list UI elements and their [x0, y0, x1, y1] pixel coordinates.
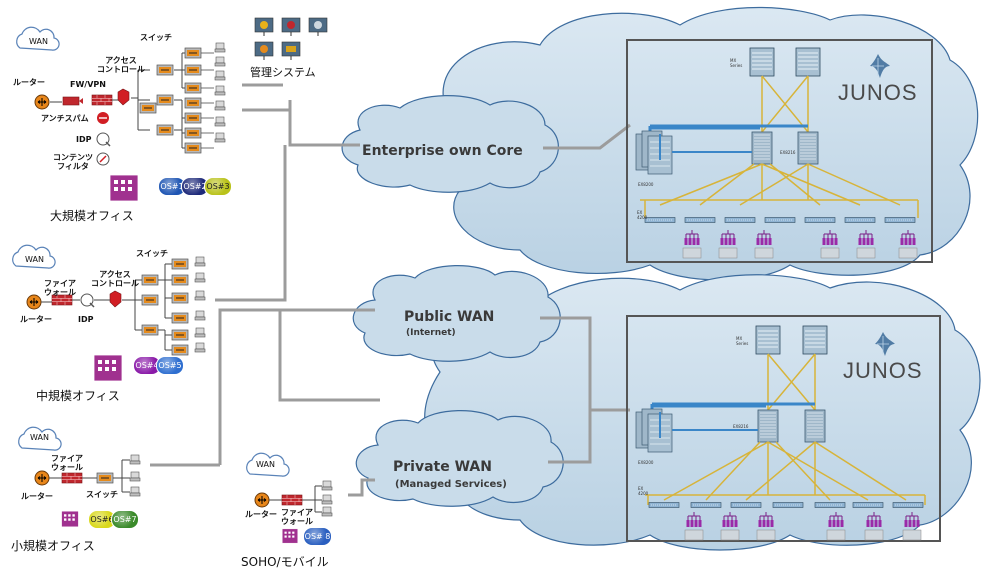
ex4200-label-upper: EX 4200	[637, 210, 648, 220]
large-idp-label: IDP	[76, 135, 92, 144]
large-router-label: ルーター	[13, 78, 45, 87]
soho-firewall-label: ファイア ウォール	[281, 508, 313, 526]
mid-router-label: ルーター	[20, 315, 52, 324]
small-wan-label: WAN	[30, 433, 49, 442]
ex4200-label-lower: EX 4200	[638, 486, 649, 496]
large-office-caption: 大規模オフィス	[50, 209, 134, 223]
mid-office-caption: 中規模オフィス	[36, 389, 120, 403]
management-icons	[254, 17, 328, 60]
ex8200-label-upper: EX8200	[638, 182, 654, 187]
small-switch-label: スイッチ	[86, 490, 118, 499]
core-cloud-title: Enterprise own Core	[362, 143, 523, 159]
mid-access-control-label: アクセス コントロール	[91, 270, 139, 288]
large-content-filter-label: コンテンツ フィルタ	[53, 153, 93, 171]
cloud-public-wan	[352, 265, 561, 362]
os-tag: OS#1	[158, 177, 186, 196]
junos-logo-lower: JUNOS	[843, 358, 923, 383]
soho-wan-label: WAN	[256, 460, 275, 469]
large-office-icons	[16, 26, 226, 202]
junos-logo-upper: JUNOS	[838, 80, 918, 105]
public-wan-title: Public WAN	[404, 309, 495, 325]
large-antispam-label: アンチスパム	[41, 114, 89, 123]
large-switch-label: スイッチ	[140, 33, 172, 42]
ex8200-label-lower: EX8200	[638, 460, 654, 465]
mx-label-upper: MX Series	[730, 58, 743, 68]
large-fwvpn-label: FW/VPN	[70, 80, 106, 89]
small-office-caption: 小規模オフィス	[11, 539, 95, 553]
small-office-icons	[18, 426, 141, 528]
cloud-private-wan	[355, 410, 564, 507]
os-tag: OS#5	[156, 356, 184, 375]
datacenter-lower	[626, 315, 941, 542]
os-tag: OS#2	[181, 177, 209, 196]
small-firewall-label: ファイア ウォール	[51, 454, 83, 472]
os-tag: OS# 8	[303, 527, 332, 546]
cloud-upper-datacenter	[430, 6, 979, 281]
soho-router-label: ルーター	[245, 510, 277, 519]
private-wan-subtitle: (Managed Services)	[395, 479, 507, 490]
os-tag: OS#3	[204, 177, 232, 196]
public-wan-subtitle: (Internet)	[406, 328, 456, 338]
large-access-control-label: アクセス コントロール	[97, 56, 145, 74]
cloud-enterprise-core	[341, 95, 559, 193]
mid-wan-label: WAN	[25, 255, 44, 264]
small-router-label: ルーター	[21, 492, 53, 501]
soho-icons	[246, 452, 333, 544]
cloud-lower-datacenter	[424, 274, 981, 551]
large-wan-label: WAN	[29, 37, 48, 46]
private-wan-title: Private WAN	[393, 459, 492, 475]
datacenter-upper	[626, 39, 933, 263]
soho-caption: SOHO/モバイル	[241, 555, 329, 569]
ex8216-label-upper: EX8216	[780, 150, 796, 155]
mid-idp-label: IDP	[78, 315, 94, 324]
os-tag: OS#7	[111, 510, 139, 529]
mid-firewall-label: ファイア ウォール	[44, 279, 76, 297]
os-tag: OS#4	[133, 356, 161, 375]
mid-switch-label: スイッチ	[136, 249, 168, 258]
management-caption: 管理システム	[250, 66, 316, 79]
mx-label-lower: MX Series	[736, 336, 749, 346]
wan-links	[150, 83, 631, 497]
mid-office-icons	[12, 244, 206, 382]
ex8216-label-lower: EX8216	[733, 424, 749, 429]
